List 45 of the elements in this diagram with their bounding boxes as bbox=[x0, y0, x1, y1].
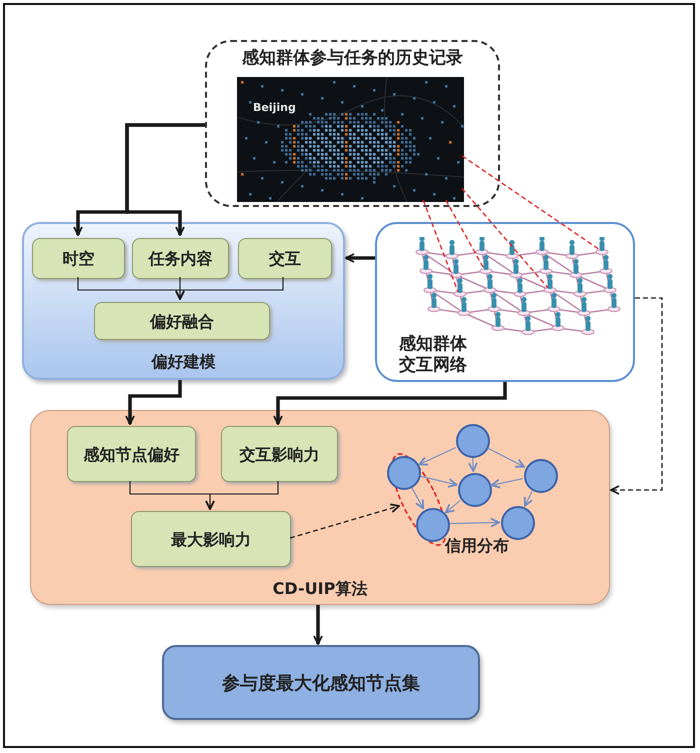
dashed-group-box bbox=[205, 40, 500, 207]
process-box: 交互影响力 bbox=[221, 426, 338, 482]
circle-node bbox=[387, 456, 421, 490]
arrow bbox=[411, 487, 424, 510]
group-heading: 感知群体参与任务的历史记录 bbox=[241, 47, 464, 69]
process-box: 最大影响力 bbox=[131, 511, 291, 567]
arrow bbox=[444, 500, 461, 514]
arrow bbox=[313, 605, 323, 645]
connector-line bbox=[462, 155, 600, 251]
panel-title: 感知群体交互网络 bbox=[399, 334, 468, 376]
circle-node bbox=[524, 459, 558, 493]
connector-line bbox=[422, 200, 459, 292]
panel-title: CD-UIP算法 bbox=[272, 579, 368, 600]
process-box: 任务内容 bbox=[132, 238, 229, 279]
circle-node bbox=[456, 424, 490, 458]
process-box: 时空 bbox=[32, 238, 125, 279]
arrow bbox=[490, 478, 523, 488]
arrow bbox=[205, 481, 279, 510]
arrow bbox=[273, 382, 507, 425]
map-label: Beijing bbox=[253, 101, 296, 114]
module-panel bbox=[22, 222, 345, 380]
arrow bbox=[610, 297, 663, 495]
process-box: 交互 bbox=[238, 238, 332, 279]
arrow bbox=[420, 476, 458, 488]
arrow bbox=[290, 504, 400, 539]
arrow bbox=[488, 448, 525, 468]
arrow bbox=[450, 518, 500, 528]
arrow bbox=[125, 123, 205, 236]
output-box: 参与度最大化感知节点集 bbox=[162, 645, 480, 720]
circle-node bbox=[458, 473, 492, 507]
arrow bbox=[418, 447, 456, 466]
connector-line bbox=[445, 200, 485, 270]
process-box: 感知节点偏好 bbox=[67, 426, 196, 482]
arrow bbox=[125, 380, 182, 425]
panel-title: 偏好建模 bbox=[150, 352, 216, 373]
connector-line bbox=[462, 188, 548, 288]
arrow bbox=[468, 458, 478, 472]
arrow bbox=[345, 253, 375, 263]
module-panel bbox=[30, 410, 610, 605]
graph-caption: 信用分布 bbox=[445, 536, 509, 557]
process-box: 偏好融合 bbox=[94, 302, 270, 340]
module-panel bbox=[375, 222, 635, 382]
map-picture bbox=[237, 77, 464, 202]
arrow bbox=[175, 277, 284, 300]
arrow bbox=[524, 490, 533, 507]
